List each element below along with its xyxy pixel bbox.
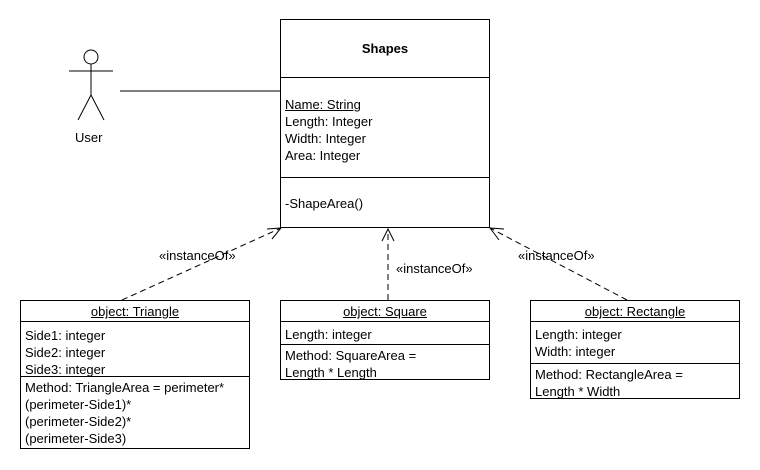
square-object-title: object: Square [281,301,489,321]
rectangle-title-text: object: Rectangle [584,304,686,319]
rectangle-object[interactable]: object: Rectangle Length: integer Width:… [530,300,740,399]
rectangle-attributes: Length: integer Width: integer [531,321,739,363]
rectangle-method-line: Length * Width [535,384,621,399]
triangle-object[interactable]: object: Triangle Side1: integer Side2: i… [20,300,250,449]
triangle-attr-side2: Side2: integer [25,345,106,360]
square-title-text: object: Square [343,304,427,319]
instanceof-square-connector [381,227,395,300]
shapes-op-shapearea: -ShapeArea() [285,196,364,211]
rectangle-attr-width: Width: integer [535,344,616,359]
actor-label: User [75,130,103,145]
instanceof-label-triangle: «instanceOf» [159,248,236,263]
shapes-attr-width: Width: Integer [285,131,366,146]
triangle-method-line: (perimeter-Side3) [25,431,127,446]
shapes-attr-name: Name: String [285,97,361,112]
triangle-method-line: (perimeter-Side1)* [25,397,132,412]
shapes-attr-area: Area: Integer [285,148,361,163]
triangle-title-text: object: Triangle [90,304,180,319]
square-method-line: Length * Length [285,365,377,380]
rectangle-methods: Method: RectangleArea = Length * Width [531,363,739,403]
shapes-attr-length: Length: Integer [285,114,373,129]
square-attr-length: Length: integer [285,327,372,342]
shapes-attributes: Name: String Length: Integer Width: Inte… [281,77,489,177]
square-method-line: Method: SquareArea = [285,348,417,363]
instanceof-label-rectangle: «instanceOf» [518,248,595,263]
shapes-class[interactable]: Shapes Name: String Length: Integer Widt… [280,19,490,228]
shapes-operations: -ShapeArea() [281,177,489,215]
square-methods: Method: SquareArea = Length * Length [281,344,489,384]
instanceof-label-square: «instanceOf» [396,261,473,276]
instanceof-triangle-connector [121,227,283,301]
rectangle-attr-length: Length: integer [535,327,622,342]
triangle-method-line: (perimeter-Side2)* [25,414,132,429]
triangle-method-line: Method: TriangleArea = perimeter* [25,380,225,395]
triangle-attr-side1: Side1: integer [25,328,106,343]
shapes-class-title: Shapes [361,41,409,56]
square-object[interactable]: object: Square Length: integer Method: S… [280,300,490,380]
triangle-methods: Method: TriangleArea = perimeter* (perim… [21,376,249,450]
square-attributes: Length: integer [281,321,489,344]
actor-figure-icon [69,49,113,121]
triangle-attr-side3: Side3: integer [25,362,106,377]
rectangle-object-title: object: Rectangle [531,301,739,321]
rectangle-method-line: Method: RectangleArea = [535,367,683,382]
triangle-attributes: Side1: integer Side2: integer Side3: int… [21,321,249,377]
triangle-object-title: object: Triangle [21,301,249,321]
instanceof-rectangle-connector [488,227,628,301]
